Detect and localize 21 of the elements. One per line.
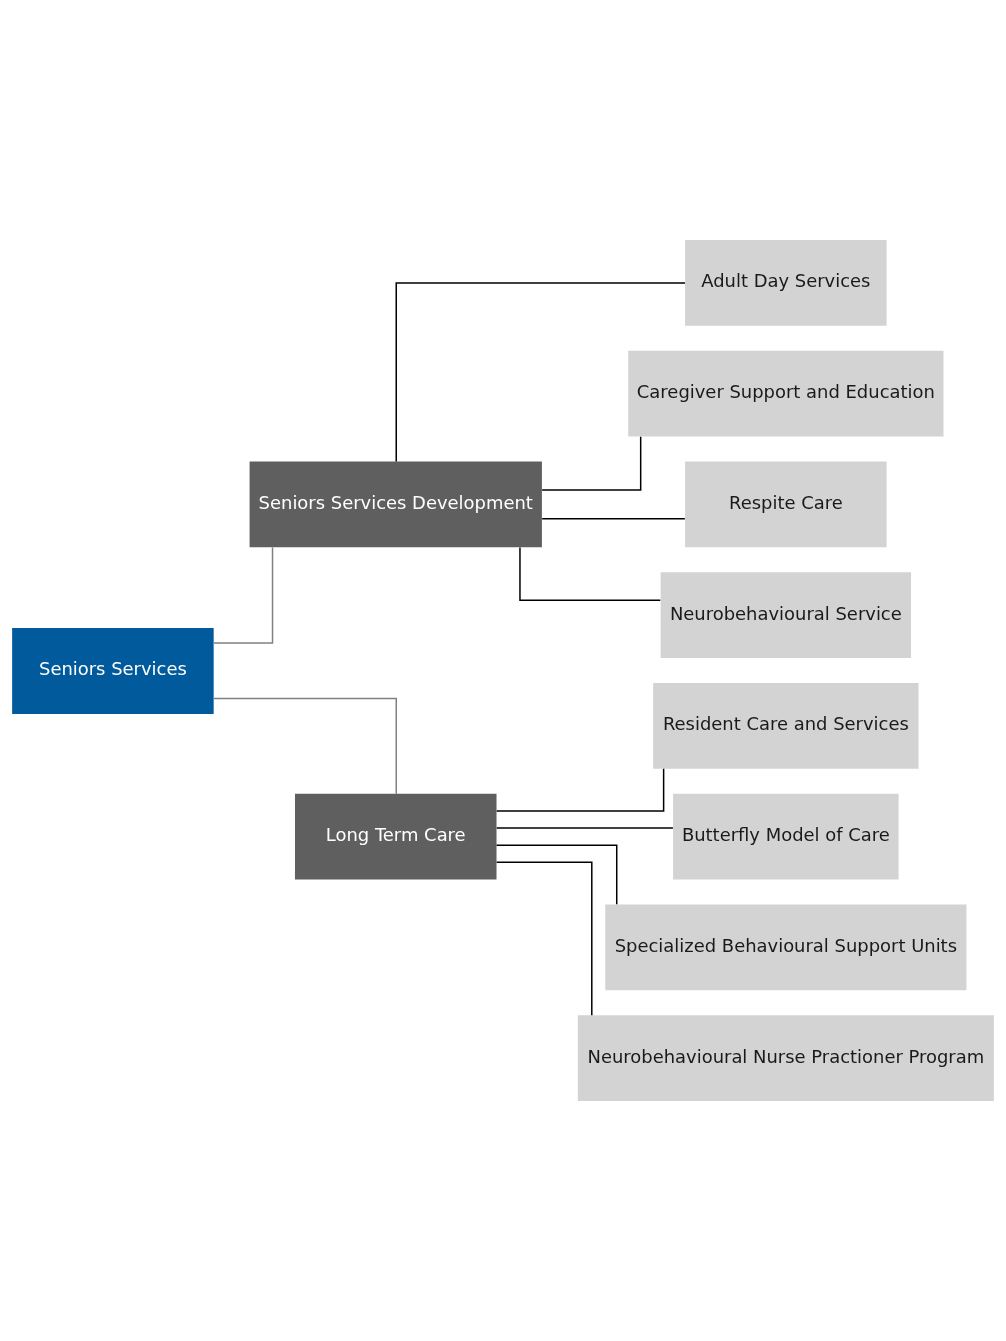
connector xyxy=(213,546,274,644)
connector xyxy=(541,517,686,520)
connector xyxy=(213,697,397,795)
connector xyxy=(395,282,686,463)
connector xyxy=(495,861,593,1016)
connector xyxy=(495,768,665,812)
node-box: Seniors Services Development xyxy=(249,461,542,548)
node-box: Caregiver Support and Education xyxy=(628,350,944,437)
node-box: Neurobehavioural Service xyxy=(660,572,912,659)
node-box: Respite Care xyxy=(685,461,887,548)
node-box: Adult Day Services xyxy=(685,240,887,326)
node-box: Neurobehavioural Nurse Practioner Program xyxy=(577,1015,994,1101)
connector xyxy=(495,827,674,829)
connector xyxy=(519,546,662,601)
node-box: Butterfly Model of Care xyxy=(673,793,899,880)
node-box: Resident Care and Services xyxy=(653,682,919,769)
connector xyxy=(495,844,618,906)
node-box: Specialized Behavioural Support Units xyxy=(605,904,967,991)
connector xyxy=(541,436,642,491)
node-box: Seniors Services xyxy=(12,628,214,714)
node-box: Long Term Care xyxy=(295,793,497,880)
